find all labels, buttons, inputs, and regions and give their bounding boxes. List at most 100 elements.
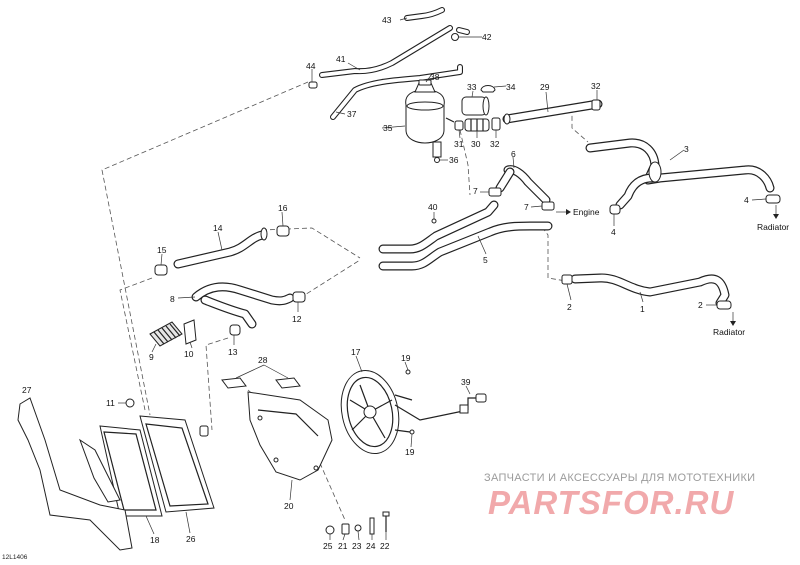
callout-23: 23 [352,541,362,551]
clamp-4-lower[interactable] [609,204,621,215]
callout-35: 35 [383,123,393,133]
callout-16: 16 [278,203,288,213]
filler-neck-33[interactable] [461,96,490,116]
hose-14[interactable] [173,227,268,269]
callout-1: 1 [640,304,645,314]
filter-9[interactable] [149,321,183,347]
callout-31: 31 [454,139,464,149]
hose-43[interactable] [404,7,445,21]
callout-33: 33 [467,82,477,92]
clamp-4-upper[interactable] [765,194,781,204]
callout-43: 43 [382,15,392,25]
hose-8[interactable] [191,282,295,329]
bracket-28[interactable] [221,377,301,389]
callout-42: 42 [482,32,492,42]
callout-13: 13 [228,347,238,357]
clamp-32-right[interactable] [591,99,601,111]
callout-15: 15 [157,245,167,255]
clamp-34[interactable] [480,85,496,93]
hose-3[interactable] [585,138,775,210]
hose-37[interactable] [330,64,463,120]
drawing-code: 12L1406 [2,554,28,561]
callout-24: 24 [366,541,376,551]
clamp-16[interactable] [276,225,290,237]
callout-32-upper: 32 [490,139,500,149]
clamp-11[interactable] [125,398,135,408]
callout-19-lower: 19 [405,447,415,457]
pointer-to-engine [556,209,571,215]
screw-19-lower[interactable] [409,429,415,435]
pointer-to-radiator-lower [730,312,736,326]
screw-19-upper[interactable] [405,369,411,375]
pipe-29[interactable] [502,99,603,125]
callout-38: 38 [430,72,440,82]
hose-41[interactable] [319,25,470,78]
callout-11: 11 [106,398,115,408]
callout-28: 28 [258,355,268,365]
callout-26: 26 [186,534,196,544]
callout-40: 40 [428,202,438,212]
hose-1[interactable] [570,273,730,308]
callout-14: 14 [213,223,223,233]
callout-18: 18 [150,535,160,545]
pipe-5[interactable] [378,200,553,271]
panel-27[interactable] [17,397,133,551]
shroud-20[interactable] [247,391,333,481]
hose-6[interactable] [495,165,551,205]
watermark-logo: PARTSFOR.RU [488,484,735,521]
callout-3: 3 [684,144,689,154]
callout-37: 37 [347,109,357,119]
fitting-32-upper[interactable] [491,117,501,131]
callout-29: 29 [540,82,550,92]
clamp-12[interactable] [292,291,306,303]
callout-10: 10 [184,349,194,359]
callout-25: 25 [323,541,333,551]
callout-12: 12 [292,314,302,324]
clamp-2-right[interactable] [716,300,732,310]
callout-4-lower: 4 [611,227,616,237]
callout-7-b: 7 [524,202,529,212]
clamp-42[interactable] [451,33,459,41]
callout-9: 9 [149,352,154,362]
callout-5: 5 [483,255,488,265]
callout-44: 44 [306,61,316,71]
callout-8: 8 [170,294,175,304]
fitting-31[interactable] [454,120,464,131]
clamp-7-b[interactable] [541,201,555,211]
gasket-10[interactable] [183,319,197,345]
watermark-tagline: ЗАПЧАСТИ И АКСЕССУАРЫ ДЛЯ МОТОТЕХНИКИ [484,472,756,484]
callout-30: 30 [471,139,481,149]
clamp-44[interactable] [308,81,318,89]
note-engine: Engine [573,207,600,217]
callout-41: 41 [336,54,346,64]
coolant-reservoir[interactable] [405,79,455,163]
callout-leaders [118,17,767,541]
clamp-13[interactable] [229,324,241,336]
radiator-26[interactable] [139,415,215,513]
callout-19-upper: 19 [401,353,411,363]
callout-20: 20 [284,501,294,511]
note-radiator-upper: Radiator [757,222,789,232]
callout-2-right: 2 [698,300,703,310]
callout-22: 22 [380,541,390,551]
clamp-2-left[interactable] [561,274,573,285]
callout-6: 6 [511,149,516,159]
callout-4-upper: 4 [744,195,749,205]
note-radiator-lower: Radiator [713,327,745,337]
callout-39: 39 [461,377,471,387]
connector-39[interactable] [459,393,487,414]
callout-17: 17 [351,347,361,357]
fan-17[interactable] [334,365,469,459]
clamp-7-a[interactable] [488,187,502,197]
fitting-30[interactable] [464,118,490,132]
callout-2-left: 2 [567,302,572,312]
callout-7-a: 7 [473,186,478,196]
callout-numbers: 43 42 41 44 38 37 35 36 33 34 31 30 32 2… [22,15,789,551]
callout-32-right: 32 [591,81,601,91]
clamp-15[interactable] [154,264,168,276]
callout-21: 21 [338,541,348,551]
hardware-kit[interactable] [325,511,390,535]
callout-36: 36 [449,155,459,165]
callout-34: 34 [506,82,516,92]
